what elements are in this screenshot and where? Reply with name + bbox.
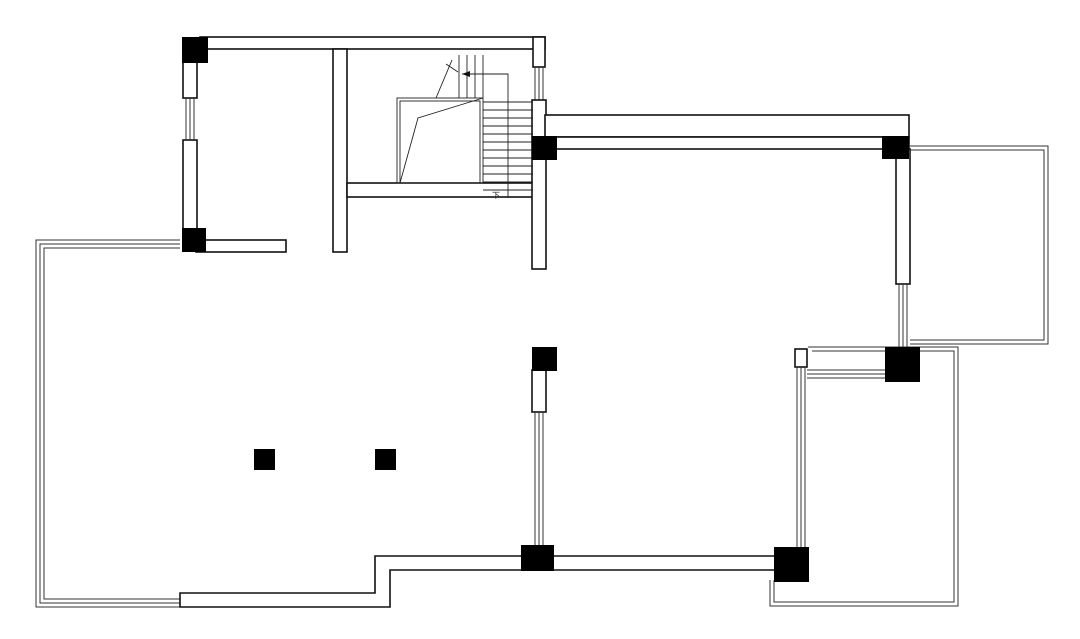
window-right-lower-vertical — [796, 367, 806, 548]
wall-top-left — [199, 36, 546, 50]
wall-center-vertical-lower — [531, 369, 547, 413]
window-stair-right — [534, 67, 544, 100]
left-balcony-outline — [35, 239, 180, 608]
right-top-balcony-outline — [910, 145, 1049, 345]
column — [182, 37, 208, 63]
wall-bottom — [179, 555, 791, 608]
column — [774, 547, 809, 582]
staircase — [396, 55, 533, 198]
wall-upper-corridor-bottom — [544, 136, 910, 150]
column — [182, 228, 206, 252]
wall-upper-corridor-top — [544, 114, 910, 138]
column — [375, 449, 396, 470]
window-right-vertical — [898, 284, 908, 348]
wall-stair-right-upper — [532, 36, 546, 68]
wall-center-vertical-upper — [531, 99, 547, 270]
window-left-vertical — [185, 98, 195, 140]
column — [532, 347, 557, 371]
column — [254, 449, 275, 470]
wall-stub-horizontal — [195, 239, 287, 253]
wall-right-stub — [794, 348, 808, 368]
column — [882, 136, 909, 159]
wall-left-vertical-upper — [182, 59, 198, 99]
column — [885, 347, 920, 382]
wall-left-vertical-lower — [182, 139, 198, 231]
column — [521, 545, 554, 571]
wall-right-vertical-upper — [895, 148, 911, 285]
stair-down-label: 下 — [492, 191, 500, 200]
column — [532, 136, 557, 160]
window-center-vertical — [534, 412, 544, 545]
window-right-lower-horizontal — [807, 369, 885, 379]
wall-partition-vertical — [332, 48, 348, 253]
